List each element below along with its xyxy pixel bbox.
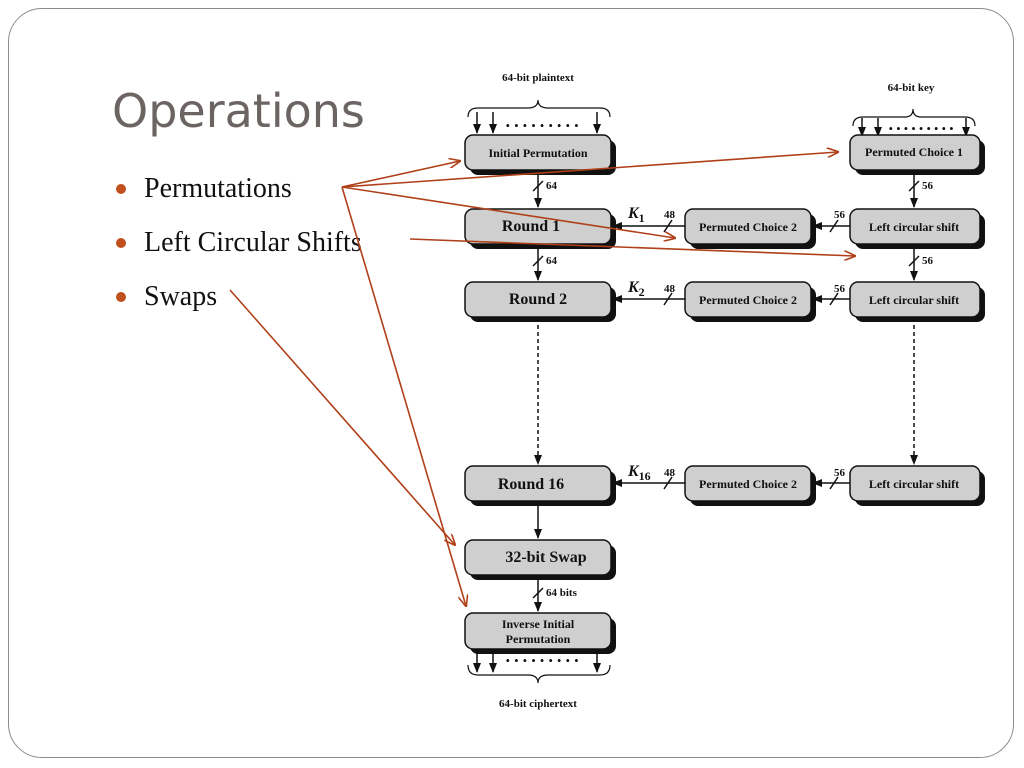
annotation-arrow-left-shift bbox=[409, 238, 855, 256]
key-label: 64-bit key bbox=[888, 82, 935, 94]
svg-text:Round 2: Round 2 bbox=[509, 291, 567, 308]
svg-text:Round 16: Round 16 bbox=[498, 476, 564, 493]
slide-title: Operations bbox=[112, 84, 365, 138]
bullet-left-circular-shifts: Left Circular Shifts bbox=[116, 224, 362, 278]
box-round-16: Round 16 bbox=[464, 465, 616, 506]
left-column-connectors bbox=[532, 171, 544, 612]
horizontal-connectors bbox=[612, 219, 850, 490]
bits-64-label-a: 64 bbox=[546, 180, 558, 192]
ciphertext-label: 64-bit ciphertext bbox=[499, 698, 577, 710]
annotation-arrow-swap bbox=[229, 289, 455, 545]
svg-text:32-bit Swap: 32-bit Swap bbox=[505, 549, 586, 566]
key-dots: ......... bbox=[888, 115, 956, 134]
svg-text:Left circular shift: Left circular shift bbox=[869, 293, 959, 307]
annotation-arrow-permutations-pc2 bbox=[341, 186, 675, 238]
svg-text:Round 1: Round 1 bbox=[502, 218, 560, 235]
box-left-circular-shift-2: Left circular shift bbox=[849, 281, 985, 322]
svg-text:Permuted Choice 2: Permuted Choice 2 bbox=[699, 220, 797, 234]
bullet-dot bbox=[116, 238, 126, 248]
svg-text:Permutation: Permutation bbox=[506, 632, 571, 646]
box-permuted-choice-2-c: Permuted Choice 2 bbox=[684, 465, 816, 506]
bullet-label: Permutations bbox=[144, 173, 292, 204]
box-left-circular-shift-1: Left circular shift bbox=[849, 208, 985, 249]
bits-56-label-a: 56 bbox=[922, 180, 934, 192]
bullet-dot bbox=[116, 184, 126, 194]
svg-text:Inverse Initial: Inverse Initial bbox=[502, 617, 575, 631]
svg-text:Left circular shift: Left circular shift bbox=[869, 220, 959, 234]
svg-text:Permuted Choice 2: Permuted Choice 2 bbox=[699, 477, 797, 491]
plaintext-brace bbox=[467, 99, 611, 118]
bullet-dot bbox=[116, 292, 126, 302]
bits-56-label-d: 56 bbox=[834, 283, 846, 295]
key-brace bbox=[852, 108, 976, 127]
box-permuted-choice-2-b: Permuted Choice 2 bbox=[684, 281, 816, 322]
bits-56-label-e: 56 bbox=[834, 467, 846, 479]
right-column-connectors bbox=[908, 171, 920, 465]
bits-56-label-b: 56 bbox=[922, 255, 934, 267]
plaintext-input-arrows bbox=[473, 112, 601, 134]
plaintext-label: 64-bit plaintext bbox=[502, 72, 574, 84]
bits-48-label-a: 48 bbox=[664, 209, 676, 221]
subkey-k2: K2 bbox=[627, 279, 645, 299]
bits-56-label-c: 56 bbox=[834, 209, 846, 221]
ciphertext-brace bbox=[467, 664, 611, 684]
svg-text:Permuted Choice 1: Permuted Choice 1 bbox=[865, 145, 963, 159]
bullet-label: Swaps bbox=[144, 281, 218, 312]
box-initial-permutation: Initial Permutation bbox=[464, 134, 616, 175]
plaintext-dots: ......... bbox=[505, 112, 582, 131]
box-permuted-choice-1: Permuted Choice 1 bbox=[849, 134, 985, 175]
bits-48-label-b: 48 bbox=[664, 283, 676, 295]
subkey-k1: K1 bbox=[627, 205, 645, 225]
bullet-swaps: Swaps bbox=[116, 278, 362, 332]
bullet-permutations: Permutations bbox=[116, 170, 362, 224]
ciphertext-output-arrows bbox=[473, 649, 601, 673]
subkey-k16: K16 bbox=[627, 463, 651, 483]
box-left-circular-shift-16: Left circular shift bbox=[849, 465, 985, 506]
bits-64-label-b: 64 bbox=[546, 255, 558, 267]
box-32-bit-swap: 32-bit Swap bbox=[464, 539, 616, 580]
bullet-label: Left Circular Shifts bbox=[144, 227, 362, 258]
box-round-1: Round 1 bbox=[464, 208, 616, 249]
ciphertext-dots: ......... bbox=[505, 647, 582, 666]
box-permuted-choice-2-a: Permuted Choice 2 bbox=[684, 208, 816, 249]
annotation-arrow-permutations-inverse bbox=[341, 186, 466, 606]
bits-64-label-c: 64 bits bbox=[546, 587, 578, 599]
box-inverse-initial-permutation: Inverse Initial Permutation bbox=[464, 612, 616, 654]
annotation-arrows bbox=[229, 152, 855, 606]
bits-48-label-c: 48 bbox=[664, 467, 676, 479]
svg-text:Initial Permutation: Initial Permutation bbox=[489, 146, 588, 160]
annotation-arrow-permutations-pc1 bbox=[341, 152, 838, 188]
box-round-2: Round 2 bbox=[464, 281, 616, 322]
bullet-list: Permutations Left Circular Shifts Swaps bbox=[116, 170, 362, 332]
annotation-arrow-permutations-ip bbox=[341, 161, 460, 188]
svg-text:Left circular shift: Left circular shift bbox=[869, 477, 959, 491]
key-input-arrows bbox=[858, 118, 970, 137]
svg-text:Permuted Choice 2: Permuted Choice 2 bbox=[699, 293, 797, 307]
